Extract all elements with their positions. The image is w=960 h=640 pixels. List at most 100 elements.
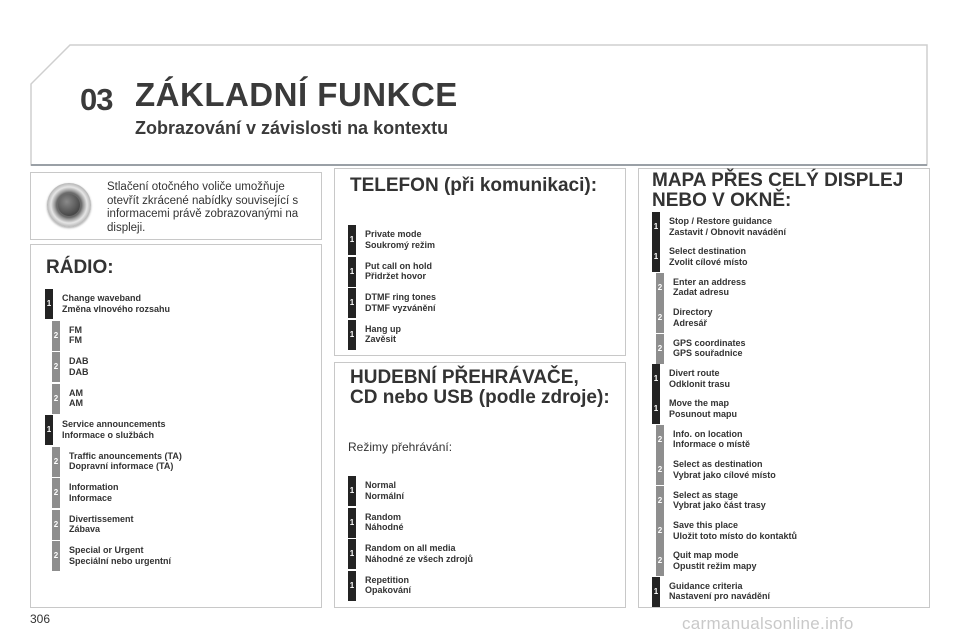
menu-item-label-cz: Posunout mapu (669, 408, 737, 419)
menu-item-label-en: Move the map (669, 398, 730, 409)
menu-item-label-cz: Zvolit cílové místo (669, 256, 748, 267)
map-title-line-2: NEBO V OKNĚ: (652, 189, 792, 211)
header-tab-frame (30, 44, 928, 166)
menu-item-label-en: Save this place (673, 520, 739, 530)
menu-level-badge: 1 (652, 242, 660, 273)
menu-item-label-en: Special or Urgent (69, 545, 144, 555)
chapter-header (30, 44, 928, 166)
menu-item-label-en: Select as destination (673, 459, 763, 470)
menu-item-label-cz: Odklonit trasu (669, 378, 731, 389)
menu-item-label-cz: Změna vlnového rozsahu (62, 303, 171, 314)
menu-item-label-cz: Náhodné (365, 522, 404, 532)
menu-level-badge: 1 (348, 288, 356, 318)
menu-level-badge: 2 (52, 446, 60, 477)
menu-item-label-en: Change waveband (62, 293, 142, 303)
music-panel (334, 362, 626, 608)
menu-item-label-cz: Adresář (673, 317, 708, 328)
menu-item-label-cz: DAB (69, 366, 89, 377)
music-title-line-2: CD nebo USB (podle zdroje): (350, 386, 610, 408)
menu-level-badge: 1 (348, 539, 356, 569)
menu-level-badge: 2 (656, 485, 664, 516)
chapter-number: 03 (80, 82, 113, 117)
menu-level-badge: 1 (348, 319, 356, 350)
menu-item-label-cz: Zábava (69, 524, 101, 534)
menu-level-badge: 2 (656, 272, 664, 303)
menu-item-label-cz: Uložit toto místo do kontaktů (673, 530, 797, 541)
menu-item-label: Traffic anouncements (TA)Dopravní inform… (69, 451, 182, 472)
menu-level-badge: 2 (656, 455, 664, 486)
menu-level-badge: 1 (652, 364, 660, 394)
intro-text: Stlačení otočného voliče umožňuje otevří… (107, 181, 299, 234)
menu-item-label-en: Stop / Restore guidance (669, 216, 773, 226)
menu-level-badge: 2 (52, 383, 60, 414)
menu-item-label-en: Enter an address (673, 276, 747, 287)
menu-level-badge: 1 (45, 289, 53, 319)
menu-item-label-en: Put call on hold (365, 260, 432, 271)
menu-item-label-cz: Vybrat jako část trasy (673, 500, 766, 511)
menu-level-badge: 2 (52, 320, 60, 351)
menu-item-label-en: Directory (673, 307, 713, 318)
menu-item-label-en: Divert route (669, 368, 720, 378)
menu-item-label-cz: Nastavení pro navádění (669, 591, 771, 602)
menu-item-label-en: Guidance criteria (669, 580, 743, 591)
map-title: MAPA PŘES CELÝ DISPLEJ NEBO V OKNĚ: (652, 171, 903, 211)
menu-item-label-en: Repetition (365, 574, 409, 585)
menu-item-label-cz: Zavěsit (365, 334, 397, 344)
menu-level-badge: 2 (656, 546, 664, 577)
menu-item-label-en: Service announcements (62, 419, 166, 429)
menu-level-badge: 1 (348, 476, 356, 506)
menu-level-badge: 2 (656, 303, 664, 334)
menu-item-label-en: Select destination (669, 246, 747, 257)
playback-modes-label: Režimy přehrávání: (348, 440, 453, 454)
menu-item-label-cz: Vybrat jako cílové místo (673, 469, 776, 480)
menu-level-badge: 1 (348, 570, 356, 601)
page-title: ZÁKLADNÍ FUNKCE (135, 76, 458, 113)
menu-item-label-en: Information (69, 482, 119, 492)
menu-item-label-cz: Normální (365, 490, 405, 501)
menu-item-label-cz: Opustit režim mapy (673, 560, 757, 571)
menu-item-label-en: Traffic anouncements (TA) (69, 450, 182, 461)
phone-panel (334, 168, 626, 356)
menu-level-badge: 2 (52, 541, 60, 571)
radio-title: RÁDIO: (46, 257, 114, 278)
menu-item-label-cz: Přidržet hovor (365, 271, 427, 281)
rotary-knob-icon (47, 183, 91, 227)
menu-level-badge: 2 (52, 509, 60, 540)
menu-item-label-cz: Soukromý režim (365, 239, 436, 250)
menu-level-badge: 2 (52, 478, 60, 508)
menu-level-badge: 1 (348, 507, 356, 538)
menu-level-badge: 1 (348, 256, 356, 287)
menu-item-label-cz: Zadat adresu (673, 287, 730, 298)
menu-level-badge: 2 (656, 424, 664, 455)
